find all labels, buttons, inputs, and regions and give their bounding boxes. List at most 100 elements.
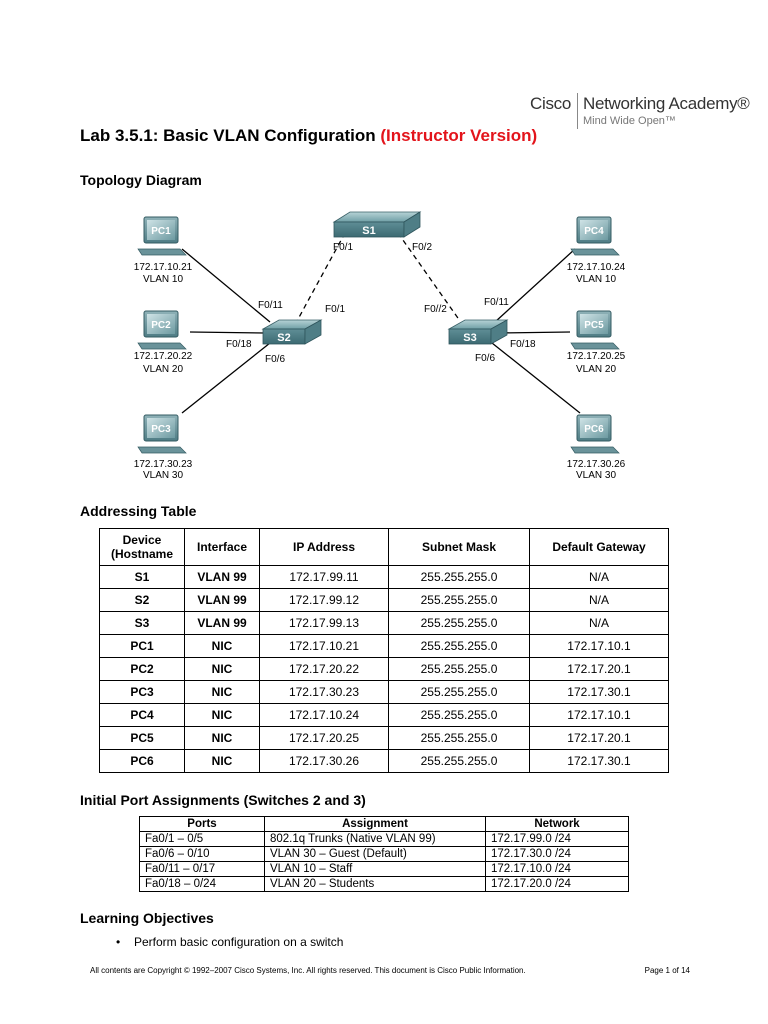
- table-cell: PC1: [99, 634, 185, 658]
- table-cell: 172.17.10.24: [259, 703, 389, 727]
- bullet-icon: •: [116, 935, 121, 949]
- port-s2-f018: F0/18: [226, 339, 252, 350]
- topology-heading: Topology Diagram: [80, 172, 202, 188]
- table-cell: Fa0/6 – 0/10: [139, 846, 265, 862]
- addressing-header-row: Device (Hostname Interface IP Address Su…: [99, 528, 669, 566]
- link-pc6-s3: [491, 342, 581, 414]
- table-cell: 255.255.255.0: [388, 588, 530, 612]
- table-cell: VLAN 99: [184, 565, 260, 589]
- pc6-ip: 172.17.30.26: [567, 459, 626, 470]
- pc2: PC2: [137, 310, 187, 350]
- pc3: PC3: [137, 414, 187, 454]
- table-cell: 172.17.30.1: [529, 680, 669, 704]
- port-s1-left: F0/1: [333, 242, 353, 253]
- table-cell: 172.17.10.1: [529, 703, 669, 727]
- pc3-label: PC3: [151, 424, 171, 435]
- table-cell: PC4: [99, 703, 185, 727]
- header-device-line2: (Hostname: [110, 547, 173, 561]
- pc6-label: PC6: [584, 424, 604, 435]
- table-cell: PC2: [99, 657, 185, 681]
- port-s3-f06: F0/6: [475, 353, 495, 364]
- topology-svg: S1 S2 S3 PC1 PC2: [134, 211, 626, 481]
- logo-brand: Cisco: [530, 94, 572, 113]
- table-cell: 172.17.10.21: [259, 634, 389, 658]
- link-pc2-s2: [189, 331, 266, 334]
- pc3-vlan: VLAN 30: [143, 470, 183, 481]
- ports-heading: Initial Port Assignments (Switches 2 and…: [80, 792, 366, 808]
- switch-s2-label: S2: [277, 332, 290, 344]
- table-cell: S1: [99, 565, 185, 589]
- table-cell: NIC: [184, 703, 260, 727]
- header-ip: IP Address: [259, 528, 389, 566]
- pc5-ip: 172.17.20.25: [567, 351, 626, 362]
- table-cell: 172.17.20.1: [529, 657, 669, 681]
- header-network: Network: [485, 816, 629, 832]
- table-cell: 172.17.99.0 /24: [485, 831, 629, 847]
- pc4-ip: 172.17.10.24: [567, 262, 626, 273]
- addressing-heading: Addressing Table: [80, 503, 197, 519]
- pc5: PC5: [570, 310, 620, 350]
- header-gateway: Default Gateway: [529, 528, 669, 566]
- table-cell: 172.17.10.1: [529, 634, 669, 658]
- link-pc3-s2: [181, 342, 271, 414]
- header-device-line1: Device: [122, 533, 162, 547]
- logo-academy: Networking Academy®: [583, 94, 750, 113]
- footer-page-number: Page 1 of 14: [644, 966, 690, 975]
- table-cell: PC6: [99, 749, 185, 773]
- ports-header-row: Ports Assignment Network: [139, 816, 629, 832]
- table-cell: 172.17.20.0 /24: [485, 876, 629, 892]
- header-interface: Interface: [184, 528, 260, 566]
- table-cell: N/A: [529, 565, 669, 589]
- table-cell: VLAN 10 – Staff: [264, 861, 486, 877]
- pc6-vlan: VLAN 30: [576, 470, 616, 481]
- table-cell: 255.255.255.0: [388, 565, 530, 589]
- switch-s1: S1: [332, 211, 422, 238]
- port-s3-up: F0//2: [424, 304, 447, 315]
- port-s2-up: F0/1: [325, 304, 345, 315]
- footer-copyright: All contents are Copyright © 1992–2007 C…: [90, 966, 526, 975]
- pc4: PC4: [570, 216, 620, 256]
- table-cell: PC3: [99, 680, 185, 704]
- table-cell: 172.17.30.1: [529, 749, 669, 773]
- switch-s1-label: S1: [362, 225, 375, 237]
- table-cell: VLAN 99: [184, 588, 260, 612]
- pc1: PC1: [137, 216, 187, 256]
- pc2-label: PC2: [151, 320, 171, 331]
- table-cell: 172.17.20.22: [259, 657, 389, 681]
- table-cell: 255.255.255.0: [388, 703, 530, 727]
- addressing-table: Device (Hostname Interface IP Address Su…: [99, 528, 669, 773]
- port-s3-f011: F0/11: [484, 297, 509, 308]
- table-cell: Fa0/1 – 0/5: [139, 831, 265, 847]
- title-version: (Instructor Version): [380, 126, 538, 145]
- pc1-vlan: VLAN 10: [143, 274, 183, 285]
- table-cell: 172.17.30.23: [259, 680, 389, 704]
- table-cell: 172.17.20.25: [259, 726, 389, 750]
- table-cell: 255.255.255.0: [388, 611, 530, 635]
- port-s2-f011: F0/11: [258, 300, 283, 311]
- header-mask: Subnet Mask: [388, 528, 530, 566]
- table-cell: 255.255.255.0: [388, 726, 530, 750]
- table-cell: NIC: [184, 680, 260, 704]
- table-cell: Fa0/18 – 0/24: [139, 876, 265, 892]
- table-cell: NIC: [184, 657, 260, 681]
- pc4-vlan: VLAN 10: [576, 274, 616, 285]
- objectives-heading: Learning Objectives: [80, 910, 214, 926]
- table-cell: VLAN 99: [184, 611, 260, 635]
- objective-text: Perform basic configuration on a switch: [134, 935, 344, 949]
- table-cell: 172.17.20.1: [529, 726, 669, 750]
- table-cell: N/A: [529, 611, 669, 635]
- table-cell: 172.17.30.0 /24: [485, 846, 629, 862]
- pc4-label: PC4: [584, 226, 604, 237]
- pc5-vlan: VLAN 20: [576, 364, 616, 375]
